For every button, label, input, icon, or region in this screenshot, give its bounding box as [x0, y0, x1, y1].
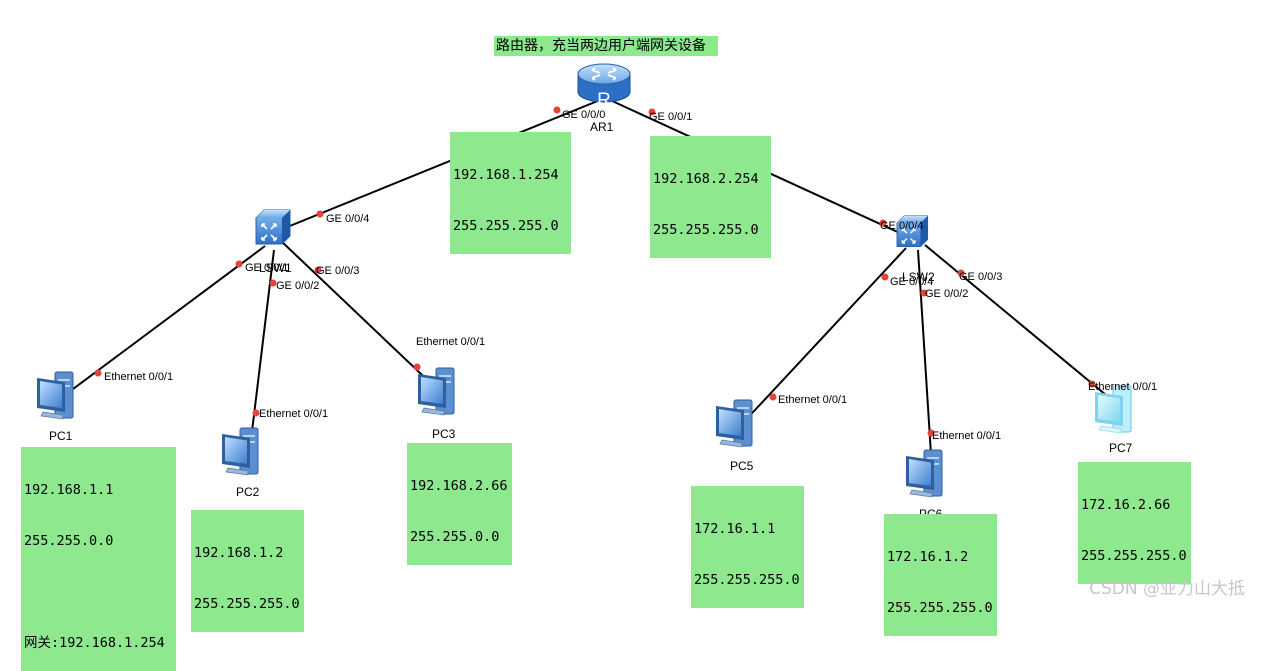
- port-label: Ethernet 0/0/1: [104, 371, 173, 383]
- pc-icon[interactable]: [36, 371, 74, 420]
- port-dot[interactable]: [920, 289, 928, 297]
- port-dot[interactable]: [553, 106, 561, 114]
- ip-address: 192.168.2.66: [410, 478, 508, 494]
- blank-line: [24, 584, 173, 601]
- subnet-mask: 255.255.0.0: [24, 533, 114, 549]
- watermark: CSDN @亚力山大抵: [1089, 579, 1245, 599]
- subnet-mask: 255.255.255.0: [194, 596, 300, 612]
- pc-icon[interactable]: [715, 399, 753, 448]
- subnet-mask: 255.255.0.0: [410, 529, 500, 545]
- port-label: Ethernet 0/0/1: [932, 430, 1001, 442]
- subnet-mask: 255.255.255.0: [453, 218, 559, 234]
- port-label: GE 0/0/0: [562, 109, 605, 121]
- subnet-mask: 255.255.255.0: [887, 600, 993, 616]
- port-dot[interactable]: [413, 363, 421, 371]
- port-label: GE 0/0/1: [649, 111, 692, 123]
- ip-address: 192.168.1.2: [194, 545, 284, 561]
- port-dot[interactable]: [316, 210, 324, 218]
- pc3-label: PC3: [432, 427, 456, 441]
- subnet-mask: 255.255.255.0: [653, 222, 759, 238]
- router-description-note: 路由器，充当两边用户端网关设备: [494, 36, 718, 56]
- pc2-ip-note: 192.168.1.2 255.255.255.0: [191, 510, 304, 632]
- svg-text:R: R: [597, 90, 611, 111]
- ip-address: 172.16.1.1: [694, 521, 776, 537]
- port-dot[interactable]: [252, 409, 260, 417]
- pc3-ip-note: 192.168.2.66 255.255.0.0: [407, 443, 512, 565]
- ar1-right-ip-note: 192.168.2.254 255.255.255.0: [650, 136, 771, 258]
- pc5-ip-note: 172.16.1.1 255.255.255.0: [691, 486, 804, 608]
- subnet-mask: 255.255.255.0: [1081, 548, 1187, 564]
- port-dot[interactable]: [269, 279, 277, 287]
- subnet-mask: 255.255.255.0: [694, 572, 800, 588]
- ip-address: 172.16.1.2: [887, 549, 969, 565]
- gateway: 网关:192.168.1.254: [24, 635, 165, 651]
- lsw2-label: LSW2: [902, 270, 935, 284]
- pc6-ip-note: 172.16.1.2 255.255.255.0: [884, 514, 997, 636]
- pc5-label: PC5: [730, 459, 754, 473]
- ar1-label: AR1: [590, 120, 614, 134]
- ar1-left-ip-note: 192.168.1.254 255.255.255.0: [450, 132, 571, 254]
- link-lsw2-pc5: [741, 247, 907, 425]
- port-dot[interactable]: [648, 108, 656, 116]
- port-dot[interactable]: [1088, 380, 1096, 388]
- port-dot[interactable]: [927, 429, 935, 437]
- pc-icon[interactable]: [221, 427, 259, 476]
- pc2-label: PC2: [236, 485, 260, 499]
- pc1-label: PC1: [49, 429, 73, 443]
- port-label: Ethernet 0/0/1: [259, 408, 328, 420]
- port-label: GE 0/0/4: [326, 213, 369, 225]
- pc-icon[interactable]: [417, 367, 455, 416]
- port-dot[interactable]: [94, 369, 102, 377]
- port-label: GE 0/0/2: [276, 280, 319, 292]
- port-dot[interactable]: [957, 269, 965, 277]
- port-label: Ethernet 0/0/1: [778, 394, 847, 406]
- port-dot[interactable]: [235, 260, 243, 268]
- port-label: GE 0/0/4: [880, 220, 923, 232]
- ip-address: 172.16.2.66: [1081, 497, 1171, 513]
- ip-address: 192.168.1.254: [453, 167, 559, 183]
- port-dot[interactable]: [769, 393, 777, 401]
- pc-icon[interactable]: [905, 449, 943, 498]
- port-label: GE 0/0/4: [890, 276, 933, 288]
- link-lsw2-pc7: [924, 244, 1113, 401]
- port-label: GE 0/0/3: [959, 271, 1002, 283]
- link-ar1-lsw1: [274, 99, 601, 233]
- link-lsw1-pc3: [279, 239, 441, 393]
- port-label: GE 0/0/2: [925, 288, 968, 300]
- pc1-ip-note: 192.168.1.1 255.255.0.0 网关:192.168.1.254: [21, 447, 176, 671]
- pc7-label: PC7: [1109, 441, 1133, 455]
- port-dot[interactable]: [881, 273, 889, 281]
- network-topology-diagram: R AR1 LSW1 LSW2 PC1 PC2 PC3 PC5 PC6 PC7 …: [36, 63, 1157, 521]
- router-icon[interactable]: R: [577, 63, 631, 111]
- port-dots: [94, 106, 1096, 437]
- port-dot[interactable]: [879, 219, 887, 227]
- port-label: Ethernet 0/0/1: [416, 336, 485, 348]
- pc7-ip-note: 172.16.2.66 255.255.255.0: [1078, 462, 1191, 584]
- port-dot[interactable]: [314, 266, 322, 274]
- ip-address: 192.168.2.254: [653, 171, 759, 187]
- switch-icon[interactable]: [255, 209, 291, 245]
- port-label: Ethernet 0/0/1: [1088, 381, 1157, 393]
- pc-icon[interactable]: [1094, 385, 1132, 434]
- port-label: GE 0/0/1: [245, 262, 288, 274]
- port-label: GE 0/0/3: [316, 265, 359, 277]
- lsw1-label: LSW1: [259, 261, 292, 275]
- ip-address: 192.168.1.1: [24, 482, 114, 498]
